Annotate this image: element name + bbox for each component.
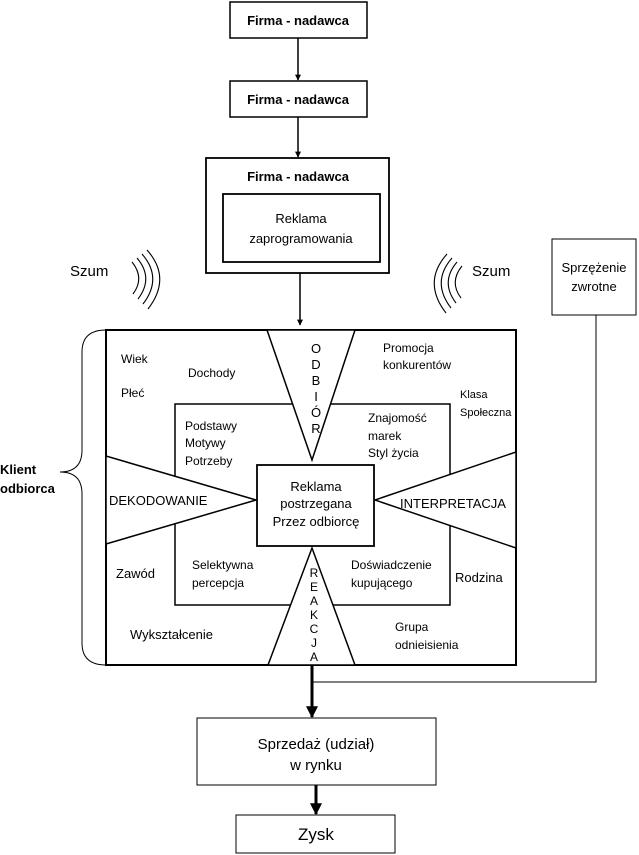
label-perception-line-1: Selektywna: [192, 558, 254, 572]
label-brands-line-2: marek: [368, 429, 402, 443]
noise-right-label: Szum: [472, 263, 510, 280]
noise-left-label: Szum: [70, 263, 108, 280]
sender-box-1: [229, 1, 368, 39]
profit-box: [235, 814, 396, 854]
reception-letter-5: Ó: [311, 405, 321, 420]
label-sex: Płeć: [121, 386, 144, 400]
label-experience-line-1: Doświadczenie: [351, 558, 432, 572]
label-family: Rodzina: [455, 570, 503, 585]
feedback-line-1: Sprzężenie: [561, 260, 626, 275]
ad-perceived-line-3: Przez odbiorcę: [273, 514, 360, 529]
label-basics-line-3: Potrzeby: [185, 454, 232, 468]
sender-box-2: [229, 80, 368, 118]
ad-programmed-line-2: zaprogramowania: [249, 231, 353, 246]
reception-letter-3: B: [312, 373, 321, 388]
label-experience-line-2: kupującego: [351, 576, 413, 590]
feedback-box: [551, 238, 637, 316]
interpretation-label: INTERPRETACJA: [400, 496, 506, 511]
ad-perceived-box: [256, 464, 375, 547]
sender-label-3: Firma - nadawca: [247, 169, 350, 184]
interpretation-triangle: [372, 450, 517, 550]
label-reference-group-line-1: Grupa: [395, 620, 429, 634]
label-competition-line-1: Promocja: [383, 341, 434, 355]
label-social-class-line-2: Społeczna: [460, 407, 512, 419]
label-competition-line-2: konkurentów: [383, 358, 451, 372]
ad-perceived-line-2: postrzegana: [280, 496, 352, 511]
sender-label-2: Firma - nadawca: [247, 92, 350, 107]
reception-triangle: [265, 329, 357, 463]
reaction-letter-1: R: [310, 566, 319, 580]
reception-letter-2: D: [311, 357, 320, 372]
decoding-triangle: [105, 454, 259, 546]
reception-letter-1: O: [311, 341, 321, 356]
label-basics-line-2: Motywy: [185, 436, 226, 450]
ad-programmed-line-1: Reklama: [275, 211, 327, 226]
feedback-line-2: zwrotne: [571, 279, 617, 294]
reaction-letter-7: A: [310, 650, 318, 664]
client-line-1: Klient: [0, 462, 37, 477]
profit-label: Zysk: [298, 825, 334, 844]
sales-box: [196, 717, 437, 786]
noise-right-waves-icon: [433, 253, 463, 314]
reaction-letter-4: K: [310, 608, 318, 622]
decoding-label: DEKODOWANIE: [109, 493, 208, 508]
label-age: Wiek: [121, 352, 149, 366]
label-social-class-line-1: Klasa: [460, 389, 488, 401]
reaction-letter-2: E: [310, 580, 318, 594]
reaction-letter-6: J: [311, 636, 317, 650]
label-education: Wykształcenie: [130, 627, 213, 642]
reaction-letter-3: A: [310, 594, 318, 608]
sales-line-1: Sprzedaż (udział): [258, 736, 375, 753]
label-brands-line-1: Znajomość: [368, 411, 427, 425]
feedback-line: [312, 315, 597, 683]
label-perception-line-2: percepcja: [192, 576, 244, 590]
label-income: Dochody: [188, 366, 235, 380]
reception-letter-6: R: [311, 421, 320, 436]
reaction-letter-5: C: [310, 622, 319, 636]
label-basics-line-1: Podstawy: [185, 419, 237, 433]
ad-programmed-box: [222, 193, 381, 263]
reception-letter-4: I: [314, 389, 318, 404]
label-profession: Zawód: [116, 566, 155, 581]
client-line-2: odbiorca: [0, 481, 56, 496]
label-brands-line-3: Styl życia: [368, 446, 419, 460]
ad-perceived-line-1: Reklama: [290, 479, 342, 494]
sales-line-2: w rynku: [289, 757, 342, 774]
client-brace: [59, 329, 107, 666]
noise-left-waves-icon: [131, 249, 161, 310]
label-reference-group-line-2: odnieisienia: [395, 638, 459, 652]
sender-label-1: Firma - nadawca: [247, 13, 350, 28]
